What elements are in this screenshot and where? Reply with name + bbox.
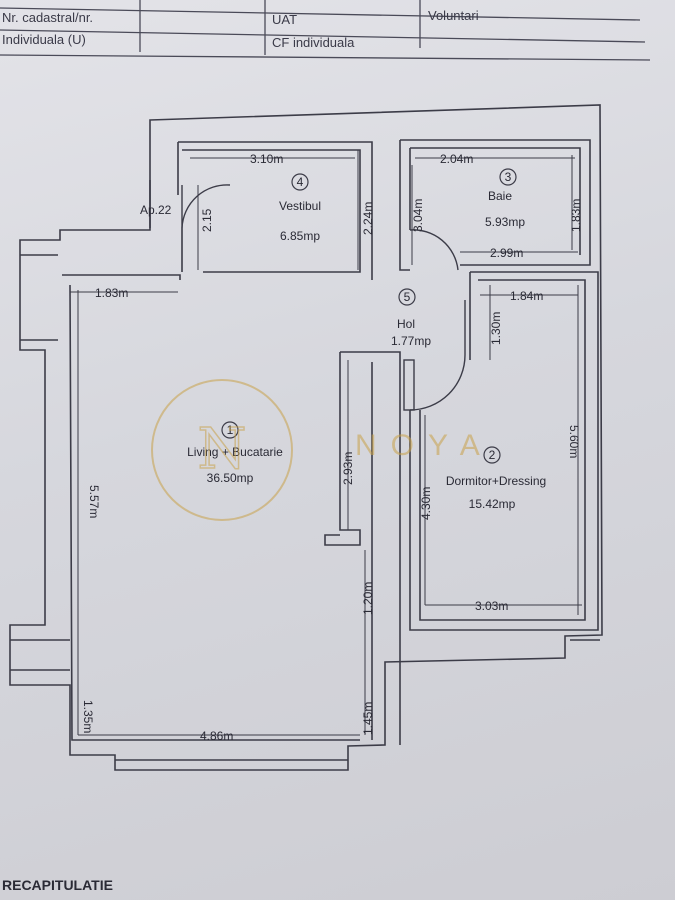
dim-entry-door: 2.15: [200, 208, 214, 232]
room-number: 2: [489, 448, 496, 462]
room-living: 1 Living + Bucatarie 36.50mp: [187, 421, 283, 485]
room-number: 5: [404, 290, 411, 304]
dim-living-top: 1.83m: [95, 286, 128, 300]
header-row2-mid: CF individuala: [272, 35, 355, 50]
room-area: 15.42mp: [469, 497, 516, 511]
dim-living-bottom-height: 1.45m: [361, 702, 375, 735]
room-dormitor: 2 Dormitor+Dressing 15.42mp: [446, 446, 546, 511]
header-table: [0, 0, 651, 61]
room-number: 4: [297, 175, 304, 189]
walls: [9, 104, 603, 771]
dim-baie-width2: 2.99m: [490, 246, 523, 260]
dimension-lines: [70, 150, 582, 736]
dim-vestibul-height: 2.24m: [361, 202, 375, 235]
room-vestibul: 4 Vestibul 6.85mp: [279, 173, 321, 243]
dim-living-bottom: 4.86m: [200, 729, 233, 743]
watermark-logo: N NOYA: [151, 379, 494, 521]
room-baie: 3 Baie 5.93mp: [485, 168, 525, 229]
room-name: Vestibul: [279, 199, 321, 213]
dim-dormitor-top: 1.84m: [510, 289, 543, 303]
header-row1-mid: UAT: [272, 12, 297, 27]
room-hol: 5 Hol 1.77mp: [391, 288, 431, 348]
dim-living-low: 1.20m: [361, 582, 375, 615]
room-number: 3: [505, 170, 512, 184]
apartment-label: Ap.22: [140, 203, 172, 217]
footer-title: RECAPITULATIE: [2, 877, 113, 893]
dim-dormitor-height: 5.60m: [567, 425, 581, 458]
dim-living-inner: 2.93m: [341, 452, 355, 485]
svg-text:N: N: [198, 417, 247, 482]
header-row1-right: Voluntari: [428, 8, 479, 23]
room-area: 1.77mp: [391, 334, 431, 348]
room-name: Dormitor+Dressing: [446, 474, 546, 488]
room-area: 5.93mp: [485, 215, 525, 229]
watermark-text: NOYA: [355, 429, 494, 462]
room-area: 36.50mp: [207, 471, 254, 485]
room-name: Hol: [397, 317, 415, 331]
dim-living-height: 5.57m: [87, 485, 101, 518]
dim-dormitor-small: 1.30m: [489, 312, 503, 345]
dim-dormitor-inner: 4.30m: [419, 487, 433, 520]
dim-baie-height1: 3.04m: [411, 199, 425, 232]
room-name: Baie: [488, 189, 512, 203]
room-area: 6.85mp: [280, 229, 320, 243]
door-swings: [181, 184, 466, 411]
dim-baie-height2: 1.83m: [569, 199, 583, 232]
room-name: Living + Bucatarie: [187, 445, 283, 459]
dim-dormitor-bottom: 3.03m: [475, 599, 508, 613]
dim-vestibul-width: 3.10m: [250, 152, 283, 166]
dim-living-bottom-left: 1.35m: [81, 700, 95, 733]
header-row2-left: Individuala (U): [2, 32, 86, 47]
dim-baie-width: 2.04m: [440, 152, 473, 166]
room-number: 1: [227, 423, 234, 437]
header-row1-left: Nr. cadastral/nr.: [2, 10, 93, 25]
